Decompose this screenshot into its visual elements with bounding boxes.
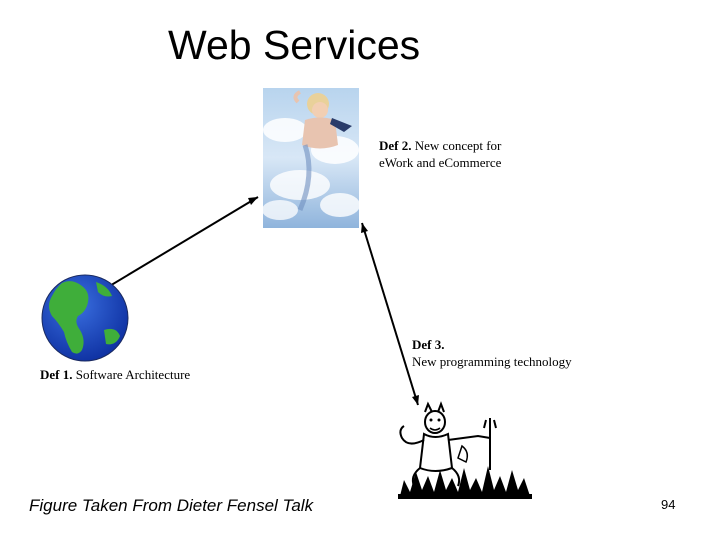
definition-1: Def 1. Software Architecture	[40, 366, 190, 383]
definition-3-text: New programming technology	[412, 354, 572, 369]
definition-2-text-line1: New concept for	[414, 138, 502, 153]
arrow-globe-to-angel	[102, 196, 259, 291]
footer-caption: Figure Taken From Dieter Fensel Talk	[29, 496, 314, 515]
angel-in-clouds-image	[262, 88, 360, 228]
page-number: 94	[661, 497, 676, 512]
arrow-angel-to-devil	[361, 222, 419, 406]
devil-in-flames-image	[398, 401, 532, 499]
definition-1-text: Software Architecture	[75, 367, 191, 382]
definition-3-label: Def 3.	[412, 337, 445, 352]
slide-title: Web Services	[168, 22, 421, 68]
definition-2-text-line2: eWork and eCommerce	[379, 155, 502, 170]
definition-2-label: Def 2.	[379, 138, 412, 153]
definition-2: Def 2. New concept for eWork and eCommer…	[379, 137, 501, 171]
definition-3: Def 3. New programming technology	[412, 336, 572, 370]
globe-icon	[41, 274, 129, 362]
definition-1-label: Def 1.	[40, 367, 73, 382]
